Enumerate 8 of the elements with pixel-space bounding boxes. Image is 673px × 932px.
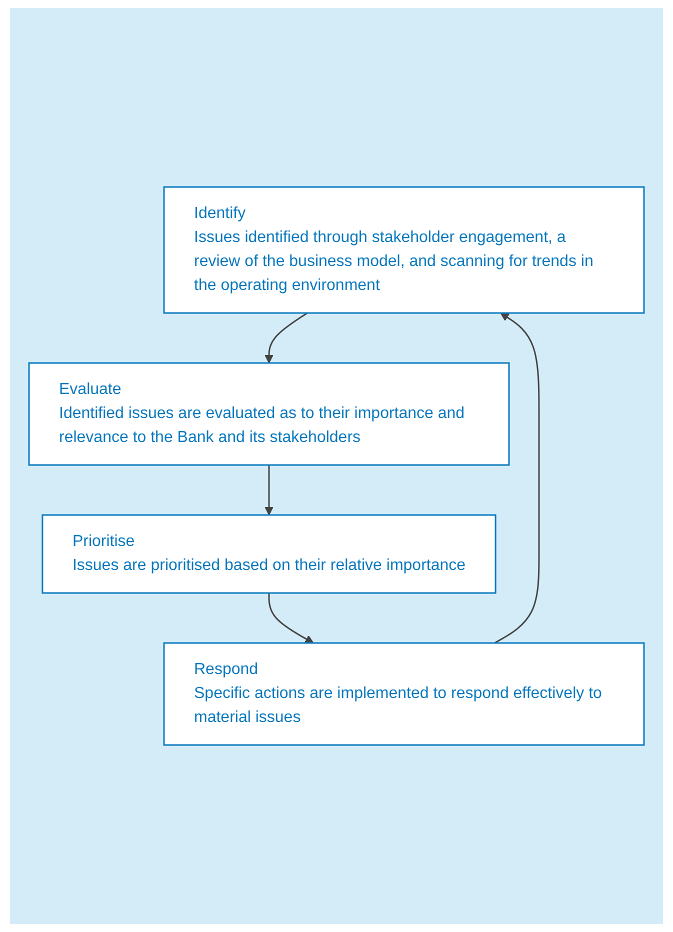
arrow xyxy=(494,312,540,644)
arrow xyxy=(264,312,308,364)
node-box: Prioritise Issues are prioritised based on their relative importance xyxy=(42,514,496,594)
node-box: Evaluate Identified issues are evaluated as to their importance and relevance to the Bank and its stakeholders xyxy=(28,362,510,466)
node-box: Respond Specific actions are implemented to respond effectively to material issues xyxy=(163,642,645,746)
arrow xyxy=(264,465,274,516)
node-box: Identify Issues identified through stakeholder engagement, a review of the business model, and scanning for trends in the operating environment xyxy=(163,186,645,314)
arrow xyxy=(268,593,314,644)
